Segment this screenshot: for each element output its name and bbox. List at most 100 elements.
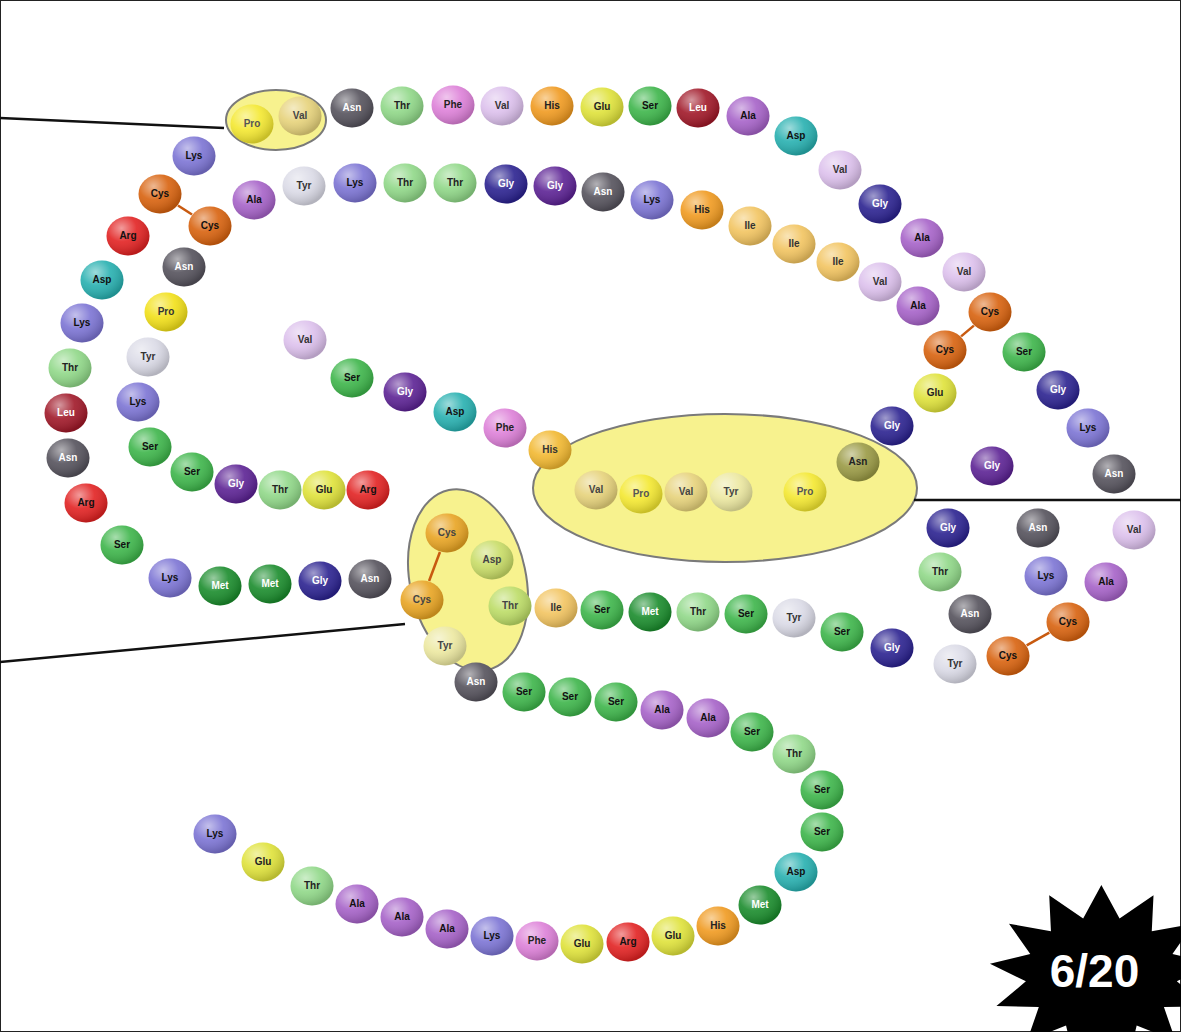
bead-shine: [215, 465, 258, 504]
residue-label: Cys: [151, 189, 169, 199]
amino-acid-bead: Ala: [1084, 562, 1128, 602]
residue-label: Ser: [814, 785, 830, 795]
bead-fill: [943, 253, 986, 292]
amino-acid-bead: Ser: [628, 86, 672, 126]
amino-acid-bead: Ile: [534, 588, 578, 628]
bead-fill: [484, 409, 527, 448]
residue-label: Cys: [201, 221, 219, 231]
bead-fill: [914, 374, 957, 413]
bead-shine: [727, 97, 770, 136]
residue-label: Ser: [1016, 347, 1032, 357]
amino-acid-bead: Ala: [335, 884, 379, 924]
bead-fill: [279, 97, 322, 136]
amino-acid-bead: Ile: [772, 224, 816, 264]
residue-label: Glu: [316, 485, 333, 495]
bead-fill: [424, 627, 467, 666]
amino-acid-bead: Lys: [193, 814, 237, 854]
bead-fill: [349, 560, 392, 599]
bead-fill: [1017, 509, 1060, 548]
residue-label: His: [710, 921, 726, 931]
amino-acid-bead: Arg: [346, 470, 390, 510]
amino-acid-bead: Asn: [454, 662, 498, 702]
bead-shine: [775, 853, 818, 892]
bead-shine: [710, 473, 753, 512]
bead-fill: [575, 471, 618, 510]
amino-acid-bead: Ser: [730, 712, 774, 752]
amino-acid-bead: Arg: [106, 216, 150, 256]
residue-label: Lys: [347, 178, 364, 188]
bead-fill: [801, 813, 844, 852]
bead-fill: [233, 181, 276, 220]
residue-label: Leu: [57, 408, 75, 418]
amino-acid-bead: Ala: [640, 690, 684, 730]
residue-label: Ala: [349, 899, 365, 909]
bead-fill: [871, 629, 914, 668]
disulfide-bond: [429, 552, 440, 581]
residue-label: Thr: [394, 101, 410, 111]
bead-shine: [81, 261, 124, 300]
residue-label: Met: [211, 581, 228, 591]
residue-label: Asn: [961, 609, 980, 619]
bead-fill: [145, 293, 188, 332]
amino-acid-bead: Lys: [630, 180, 674, 220]
bead-shine: [381, 898, 424, 937]
bead-shine: [819, 151, 862, 190]
amino-acid-bead: His: [680, 190, 724, 230]
bead-fill: [47, 439, 90, 478]
bead-fill: [901, 219, 944, 258]
bead-fill: [481, 87, 524, 126]
amino-acid-bead: Glu: [241, 842, 285, 882]
bead-fill: [677, 593, 720, 632]
amino-acid-bead: Ile: [728, 206, 772, 246]
amino-acid-bead: Gly: [383, 372, 427, 412]
residue-label: Lys: [74, 318, 91, 328]
bead-fill: [784, 473, 827, 512]
amino-acid-bead: Thr: [380, 86, 424, 126]
amino-acid-bead: Lys: [470, 916, 514, 956]
bead-fill: [897, 287, 940, 326]
bead-shine: [620, 475, 663, 514]
amino-acid-bead: Asn: [162, 247, 206, 287]
residue-label: Arg: [359, 485, 376, 495]
residue-label: Thr: [690, 607, 706, 617]
amino-acid-bead: Asp: [470, 540, 514, 580]
amino-acid-bead: Val: [574, 470, 618, 510]
residue-label: Phe: [528, 936, 546, 946]
bead-shine: [481, 87, 524, 126]
amino-acid-bead: Gly: [298, 561, 342, 601]
amino-acid-bead: Glu: [651, 916, 695, 956]
residue-label: Ile: [832, 257, 843, 267]
residue-label: Arg: [77, 498, 94, 508]
bead-shine: [384, 164, 427, 203]
bead-fill: [687, 699, 730, 738]
amino-acid-bead: Cys: [986, 636, 1030, 676]
amino-acid-bead: Ala: [425, 909, 469, 949]
bead-fill: [259, 471, 302, 510]
amino-acid-bead: Gly: [214, 464, 258, 504]
bead-fill: [503, 673, 546, 712]
bead-fill: [837, 443, 880, 482]
residue-label: Gly: [547, 181, 563, 191]
bead-fill: [471, 541, 514, 580]
residue-label: Phe: [496, 423, 514, 433]
bead-shine: [303, 471, 346, 510]
amino-acid-bead: Lys: [333, 163, 377, 203]
residue-label: Asp: [446, 407, 465, 417]
residue-label: Thr: [304, 881, 320, 891]
bead-fill: [117, 383, 160, 422]
bead-shine: [199, 567, 242, 606]
residue-label: Cys: [1059, 617, 1077, 627]
bead-fill: [127, 338, 170, 377]
residue-label: Asp: [787, 131, 806, 141]
amino-acid-bead: His: [530, 86, 574, 126]
residue-label: Asn: [59, 453, 78, 463]
bead-shine: [677, 89, 720, 128]
residue-label: Arg: [619, 937, 636, 947]
bead-shine: [775, 117, 818, 156]
bead-shine: [149, 559, 192, 598]
residue-label: Asn: [343, 103, 362, 113]
bead-shine: [284, 321, 327, 360]
bead-fill: [81, 261, 124, 300]
amino-acid-bead: Val: [1112, 510, 1156, 550]
